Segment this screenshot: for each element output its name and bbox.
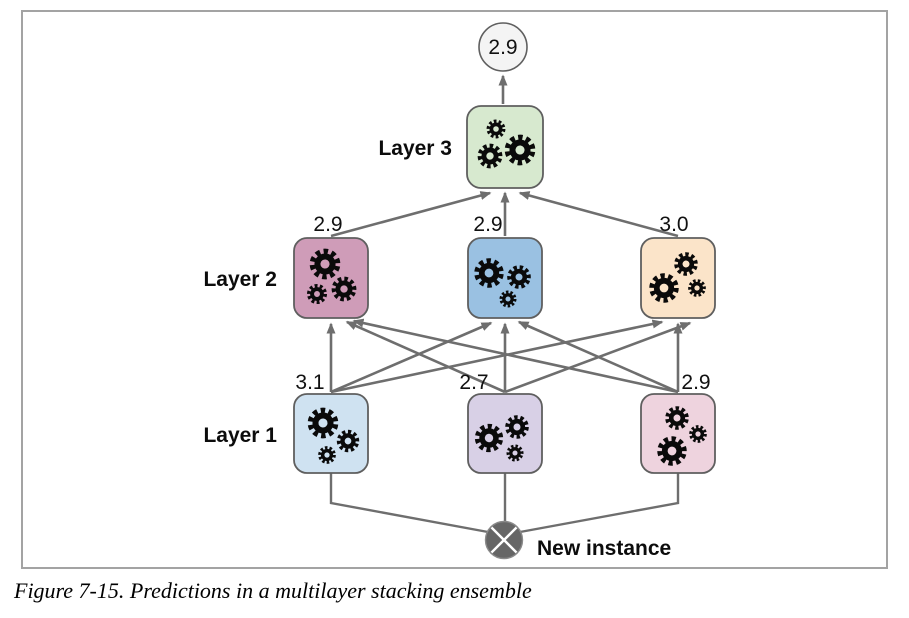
layer2-model-box-2 <box>467 237 543 319</box>
prediction-label: 2.7 <box>459 371 488 394</box>
layer2-model-box-3 <box>640 237 716 319</box>
prediction-label: 2.9 <box>473 213 502 236</box>
new-instance-node: New instance <box>484 520 671 560</box>
output-circle <box>478 22 528 72</box>
layer1-model-box-1 <box>293 393 369 474</box>
layer3-label: Layer 3 <box>378 137 452 160</box>
layer2-to-layer3-edges <box>330 191 679 238</box>
layer3-model-box <box>466 105 544 189</box>
layer1-label: Layer 1 <box>203 424 277 447</box>
prediction-label: 3.0 <box>659 213 688 236</box>
output-value-node: 2.9 <box>478 22 528 72</box>
layer1-to-layer2-edges <box>326 318 692 394</box>
figure-caption: Figure 7-15. Predictions in a multilayer… <box>14 578 532 603</box>
new-instance-label: New instance <box>537 537 671 560</box>
layer1-model-box-3 <box>640 393 716 474</box>
input-to-layer1-edges <box>329 473 680 534</box>
diagram-frame <box>21 10 888 569</box>
output-value: 2.9 <box>488 36 517 59</box>
prediction-label: 3.1 <box>295 371 324 394</box>
prediction-label: 2.9 <box>681 371 710 394</box>
layer2-model-box-1 <box>293 237 369 319</box>
layer1-model-box-2 <box>467 393 543 474</box>
prediction-label: 2.9 <box>313 213 342 236</box>
x-icon <box>490 526 518 554</box>
layer2-label: Layer 2 <box>203 268 277 291</box>
